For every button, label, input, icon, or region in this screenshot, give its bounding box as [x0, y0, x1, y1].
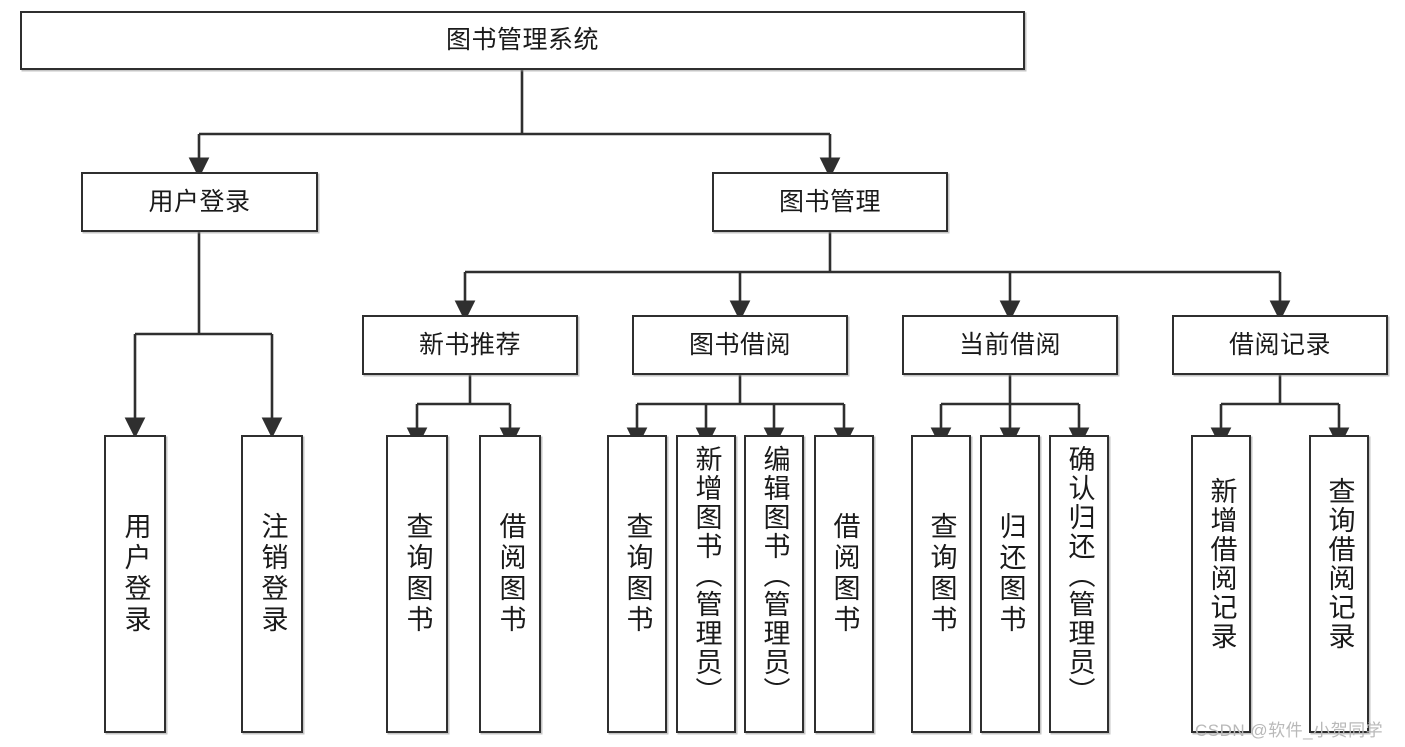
node-book-borrow-label: 图书借阅	[688, 330, 791, 359]
node-new-book-recommend[interactable]: 新书推荐	[362, 315, 578, 375]
leaf-user-login-signin-label: 用户登录	[120, 512, 151, 636]
leaf-borrow-edit-book[interactable]: 编辑图书（管理员）	[744, 435, 804, 733]
node-root[interactable]: 图书管理系统	[20, 11, 1025, 70]
leaf-borrow-edit-book-label: 编辑图书（管理员）	[759, 445, 790, 706]
leaf-current-query-book[interactable]: 查询图书	[911, 435, 971, 733]
node-borrow-record-label: 借阅记录	[1228, 330, 1331, 359]
leaf-borrow-add-book-label: 新增图书（管理员）	[691, 445, 722, 706]
leaf-current-query-book-label: 查询图书	[926, 512, 957, 636]
node-book-management[interactable]: 图书管理	[712, 172, 948, 232]
leaf-borrow-add-book[interactable]: 新增图书（管理员）	[676, 435, 736, 733]
node-new-book-recommend-label: 新书推荐	[418, 330, 521, 359]
leaf-new-book-query-label: 查询图书	[402, 512, 433, 636]
node-current-borrow-label: 当前借阅	[958, 330, 1061, 359]
node-current-borrow[interactable]: 当前借阅	[902, 315, 1118, 375]
leaf-new-book-borrow-label: 借阅图书	[495, 512, 526, 636]
leaf-current-return-book-label: 归还图书	[995, 512, 1026, 636]
leaf-record-add-label: 新增借阅记录	[1206, 477, 1237, 651]
leaf-current-confirm-return[interactable]: 确认归还（管理员）	[1049, 435, 1109, 733]
leaf-record-add[interactable]: 新增借阅记录	[1191, 435, 1251, 733]
leaf-borrow-query-book-label: 查询图书	[622, 512, 653, 636]
leaf-current-return-book[interactable]: 归还图书	[980, 435, 1040, 733]
leaf-user-login-signout[interactable]: 注销登录	[241, 435, 303, 733]
leaf-user-login-signin[interactable]: 用户登录	[104, 435, 166, 733]
csdn-watermark: CSDN @软件_小贺同学	[1195, 721, 1384, 740]
leaf-record-query-label: 查询借阅记录	[1324, 477, 1355, 651]
node-borrow-record[interactable]: 借阅记录	[1172, 315, 1388, 375]
leaf-new-book-borrow[interactable]: 借阅图书	[479, 435, 541, 733]
node-root-label: 图书管理系统	[445, 26, 599, 55]
leaf-current-confirm-return-label: 确认归还（管理员）	[1064, 445, 1095, 706]
node-user-login-label: 用户登录	[148, 187, 251, 216]
leaf-borrow-borrow-book[interactable]: 借阅图书	[814, 435, 874, 733]
leaf-borrow-query-book[interactable]: 查询图书	[607, 435, 667, 733]
leaf-borrow-borrow-book-label: 借阅图书	[829, 512, 860, 636]
node-book-management-label: 图书管理	[778, 187, 881, 216]
node-book-borrow[interactable]: 图书借阅	[632, 315, 848, 375]
node-user-login[interactable]: 用户登录	[81, 172, 318, 232]
leaf-user-login-signout-label: 注销登录	[257, 512, 288, 636]
leaf-new-book-query[interactable]: 查询图书	[386, 435, 448, 733]
leaf-record-query[interactable]: 查询借阅记录	[1309, 435, 1369, 733]
